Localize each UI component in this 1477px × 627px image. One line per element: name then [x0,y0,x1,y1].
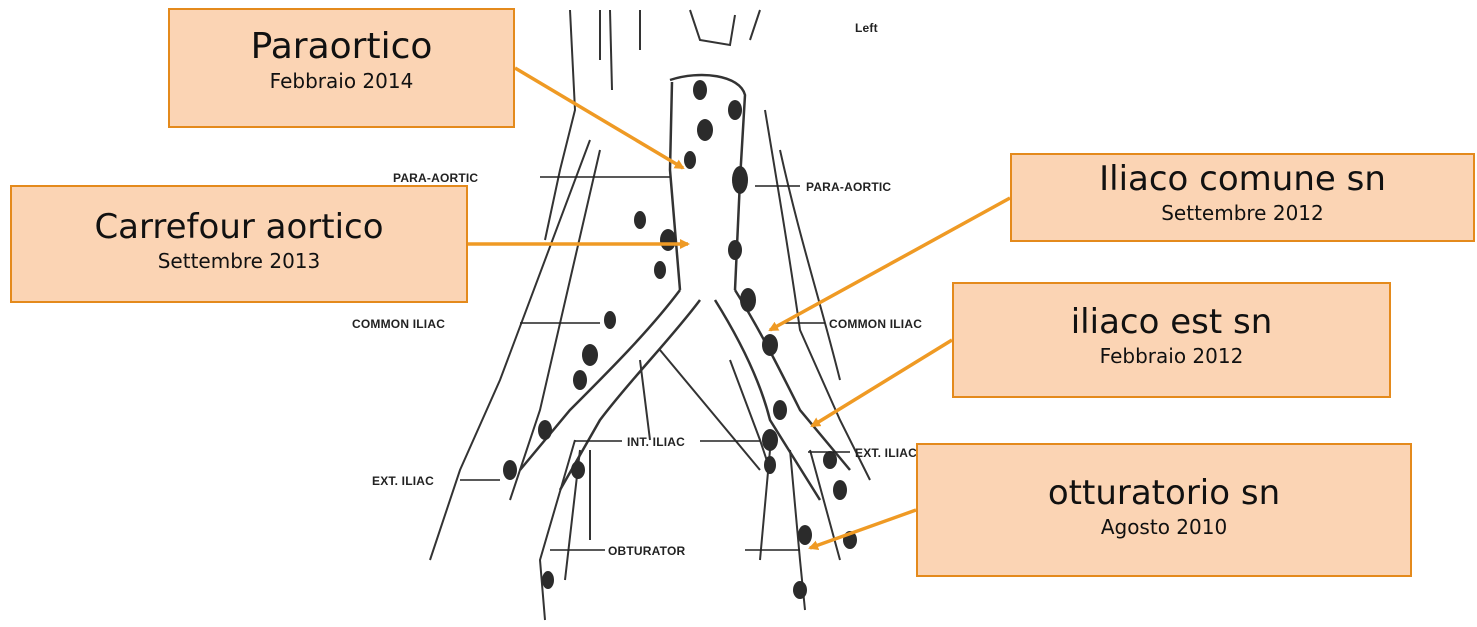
callout-iliaco-comune-name: Iliaco comune sn [1012,159,1473,199]
obturator-label: OBTURATOR [608,544,685,558]
callout-carrefour-name: Carrefour aortico [12,207,466,247]
arrow-otturatorio [810,510,916,548]
common-iliac-left-label: COMMON ILIAC [352,317,445,331]
callout-iliaco-est-date: Febbraio 2012 [954,344,1389,368]
callout-otturatorio-date: Agosto 2010 [918,515,1410,539]
callout-paraortico: Paraortico Febbraio 2014 [168,8,515,128]
callout-otturatorio-name: otturatorio sn [918,473,1410,513]
callout-iliaco-est: iliaco est sn Febbraio 2012 [952,282,1391,398]
label-leaders [460,177,850,550]
callout-iliaco-comune-date: Settembre 2012 [1012,201,1473,225]
ext-iliac-left-label: EXT. ILIAC [372,474,434,488]
para-aortic-left-label: PARA-AORTIC [393,171,478,185]
common-iliac-right-label: COMMON ILIAC [829,317,922,331]
left-marker-label: Left [855,21,878,35]
callout-carrefour: Carrefour aortico Settembre 2013 [10,185,468,303]
callout-carrefour-date: Settembre 2013 [12,249,466,273]
callout-paraortico-date: Febbraio 2014 [170,69,513,93]
para-aortic-right-label: PARA-AORTIC [806,180,891,194]
callout-iliaco-comune: Iliaco comune sn Settembre 2012 [1010,153,1475,242]
callout-otturatorio: otturatorio sn Agosto 2010 [916,443,1412,577]
callout-iliaco-est-name: iliaco est sn [954,302,1389,342]
int-iliac-label: INT. ILIAC [627,435,685,449]
callout-paraortico-name: Paraortico [170,26,513,67]
ext-iliac-right-label: EXT. ILIAC [855,446,917,460]
